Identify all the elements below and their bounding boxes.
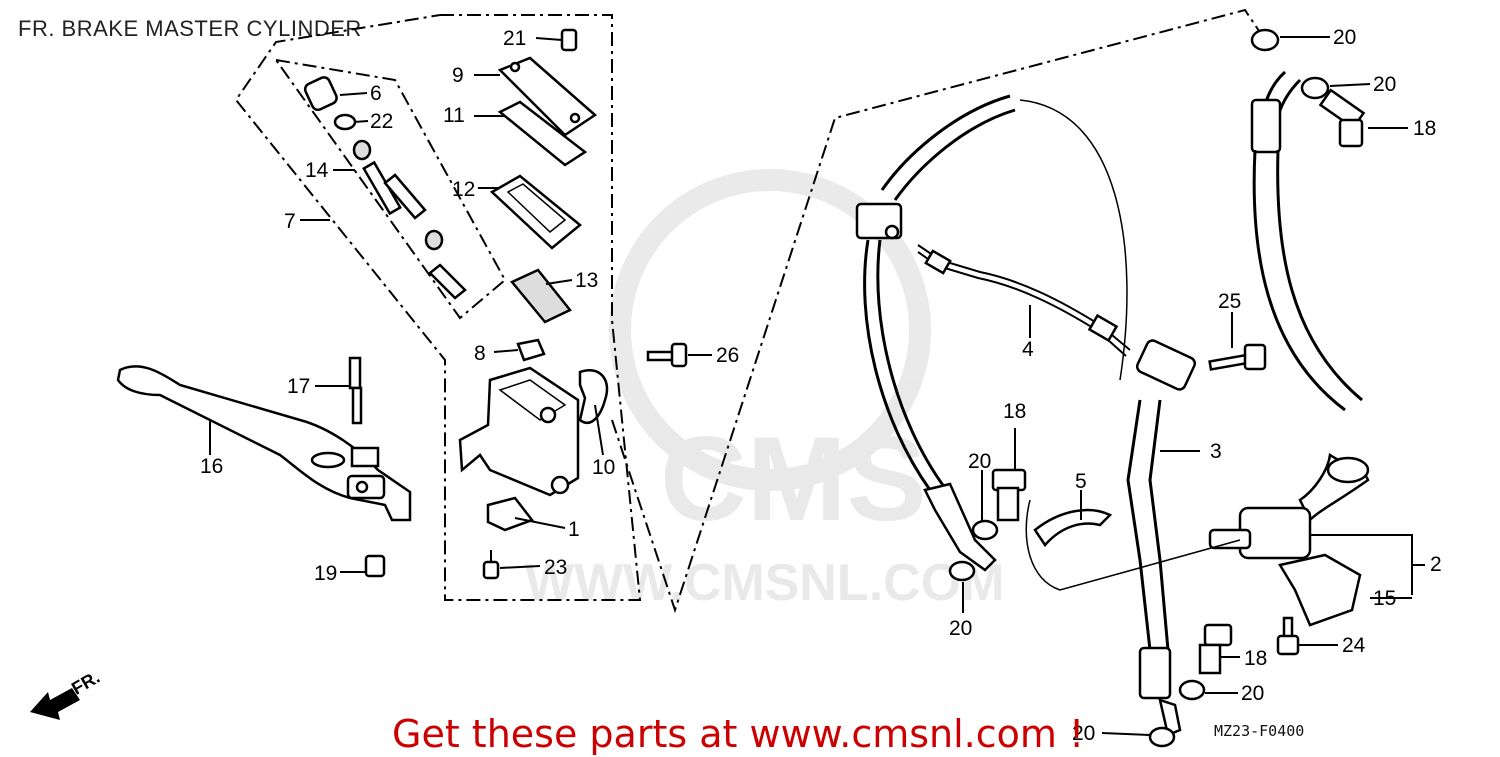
holder: [578, 369, 609, 425]
float-plate: [510, 268, 572, 324]
switch-screw: [482, 550, 500, 580]
callout-3: 3: [1210, 440, 1222, 463]
callouts: 21 9 11 12 13 6 22 14 7 8 10 1 23 26 17 …: [200, 26, 1442, 745]
hose-clamp: [1033, 508, 1113, 548]
callout-17: 17: [287, 375, 310, 398]
oil-bolt-middle: [991, 468, 1027, 522]
callout-12: 12: [452, 178, 475, 201]
cap-plate: [497, 100, 588, 167]
leader-lines: [209, 36, 1425, 736]
callout-4: 4: [1022, 338, 1034, 361]
callout-1: 1: [568, 518, 580, 541]
callout-26: 26: [716, 344, 739, 367]
piston-set: [303, 76, 467, 300]
watermark-url: WWW.CMSNL.COM: [525, 554, 1004, 612]
holder-bolt: [646, 342, 688, 368]
callout-13: 13: [575, 269, 598, 292]
diagram-code: MZ23-F0400: [1214, 722, 1305, 740]
callout-18-b: 18: [1413, 117, 1436, 140]
callout-20-f: 20: [1072, 722, 1095, 745]
diaphragm: [489, 174, 582, 250]
pivot-bolt: [348, 356, 380, 468]
routing-line: [1019, 99, 1241, 591]
callout-2: 2: [1430, 553, 1442, 576]
watermark-logo: CMS: [660, 412, 927, 546]
callout-20-d: 20: [1373, 73, 1396, 96]
callout-24: 24: [1342, 634, 1366, 657]
callout-18-a: 18: [1003, 400, 1026, 423]
callout-22: 21: [503, 27, 526, 50]
sealing-washers: [948, 28, 1330, 748]
callout-7: 7: [284, 210, 296, 233]
callout-20-a: 20: [968, 450, 991, 473]
reservoir-cap: [497, 56, 598, 137]
watermark: CMS WWW.CMSNL.COM: [525, 169, 1004, 612]
callout-15: 15: [1373, 587, 1396, 610]
callout-18-c: 18: [1244, 647, 1267, 670]
promo-text: Get these parts at www.cmsnl.com !: [392, 712, 1085, 756]
callout-10: 10: [592, 456, 615, 479]
callout-23: 23: [544, 556, 567, 579]
assembly-outline: [234, 8, 1266, 614]
upper-brake-hose: [855, 94, 1016, 572]
stop-switch: [486, 496, 535, 532]
lever-nut: [364, 554, 386, 578]
callout-20-b: 20: [949, 617, 972, 640]
oil-bolt-upper-right: [1318, 88, 1366, 148]
right-brake-hose: [1208, 70, 1370, 560]
callout-6: 6: [370, 82, 382, 105]
callout-16: 16: [200, 455, 223, 478]
joint-bolt: [1276, 616, 1300, 656]
cap-screw: [560, 28, 578, 52]
callout-25: 25: [1218, 290, 1241, 313]
joint-bracket: [1278, 553, 1362, 627]
callout-19: 19: [314, 562, 337, 585]
bracket-bolt: [1208, 343, 1267, 371]
brake-pipe: [917, 244, 1131, 357]
callout-21: 22: [370, 110, 393, 133]
master-cylinder-body: [458, 366, 580, 497]
callout-8: 8: [474, 342, 486, 365]
brake-lever: [116, 365, 412, 522]
middle-brake-hose: [1126, 339, 1197, 737]
callout-9: 9: [452, 64, 464, 87]
clip: [516, 338, 546, 362]
callout-11: 11: [443, 104, 465, 127]
front-direction-arrow: FR.: [30, 667, 103, 720]
oil-bolt-lower: [1198, 623, 1233, 675]
callout-5: 5: [1075, 470, 1087, 493]
callout-20-e: 20: [1241, 682, 1264, 705]
callout-14: 14: [305, 159, 329, 182]
callout-20-c: 20: [1333, 26, 1356, 49]
